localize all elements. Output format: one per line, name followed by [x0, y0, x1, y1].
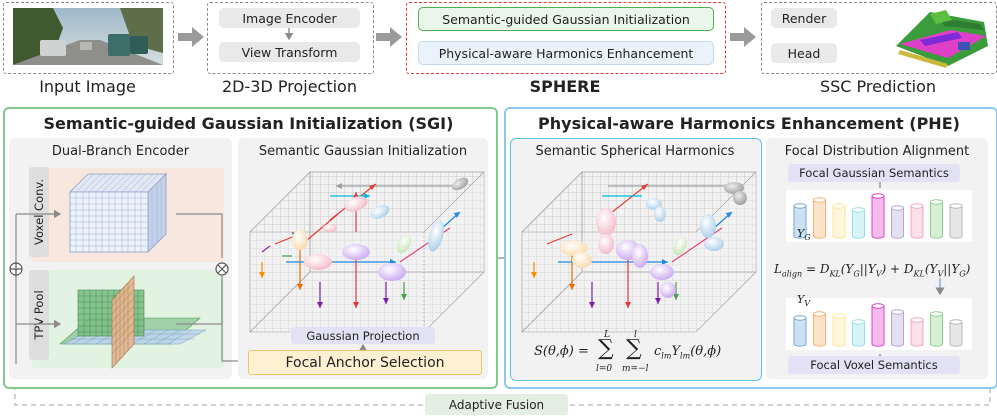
adaptive-fusion-label: Adaptive Fusion	[425, 394, 568, 415]
head-label: Head	[771, 43, 837, 63]
harmonic-lobes	[560, 182, 747, 298]
cylinder-top	[949, 319, 963, 325]
view-transform-label: View Transform	[219, 42, 360, 62]
cylinder	[930, 313, 943, 347]
cylinder	[949, 205, 963, 239]
cylinder	[813, 313, 826, 347]
yv-label: YV	[797, 293, 811, 309]
cylinder	[852, 209, 865, 239]
focal-gaussian-semantics-label: Focal Gaussian Semantics	[788, 164, 960, 182]
focal-voxel-semantics-label: Focal Voxel Semantics	[788, 356, 960, 374]
cylinder-top	[871, 303, 885, 309]
cylinder-top	[852, 319, 865, 325]
cylinder	[891, 311, 904, 347]
fda-title: Focal Distribution Alignment	[784, 144, 970, 159]
render-label: Render	[771, 8, 837, 28]
cylinder	[891, 207, 904, 239]
cylinder-top	[832, 313, 846, 319]
cylinder-top	[852, 207, 865, 213]
cylinder-top	[813, 197, 826, 203]
voxel-cylinders	[793, 303, 963, 347]
semantic-gaussian-title: Semantic Gaussian Initialization	[258, 144, 468, 159]
cylinder	[930, 201, 943, 239]
pipeline-arrow	[178, 27, 756, 47]
cylinder-top	[832, 203, 846, 209]
ssh-title: Semantic Spherical Harmonics	[535, 144, 735, 159]
ssc-caption: SSC Prediction	[819, 77, 937, 96]
voxel-cube	[69, 173, 167, 253]
phe-title: Physical-aware Harmonics Enhancement (PH…	[538, 114, 960, 133]
cylinder-top	[930, 311, 943, 317]
cylinder-top	[793, 315, 807, 321]
cylinder-top	[891, 309, 904, 315]
cylinder	[852, 321, 865, 347]
dual-branch-title: Dual-Branch Encoder	[51, 144, 190, 159]
cylinder-top	[871, 193, 885, 199]
cylinder-top	[910, 203, 924, 209]
cylinder	[793, 317, 807, 347]
cylinder	[949, 321, 963, 347]
cylinder	[871, 305, 885, 347]
cylinder	[813, 199, 826, 239]
cylinder-top	[813, 311, 826, 317]
sgi-short-label: Semantic-guided Gaussian Initialization	[418, 7, 714, 31]
cylinder	[910, 205, 924, 239]
gaussian-cylinders	[793, 193, 963, 239]
sgi-title: Semantic-guided Gaussian Initialization …	[43, 114, 454, 133]
cylinder-top	[930, 199, 943, 205]
phe-short-label: Physical-aware Harmonics Enhancement	[418, 41, 714, 65]
sphere-caption: SPHERE	[529, 77, 601, 96]
align-formula: Lalign = DKL(YG||YV) + DKL(YV||YG)	[774, 262, 971, 279]
yg-label: YG	[797, 227, 811, 243]
focal-anchor-selection-label: Focal Anchor Selection	[248, 350, 482, 375]
cylinder	[871, 195, 885, 239]
gaussian-projection-label: Gaussian Projection	[291, 327, 435, 344]
cylinder	[793, 205, 807, 239]
cylinder-top	[949, 203, 963, 209]
tpv-planes	[59, 275, 207, 369]
cylinder-top	[891, 205, 904, 211]
cylinder	[832, 315, 846, 347]
cylinder-top	[910, 317, 924, 323]
sh-formula: S(θ,ϕ) = L ∑ l=0 l ∑ m=−l clmYlm(θ,ϕ)	[534, 330, 722, 374]
projection-caption: 2D-3D Projection	[222, 77, 357, 96]
cylinder	[832, 205, 846, 239]
input-image-caption: Input Image	[39, 77, 136, 96]
image-encoder-label: Image Encoder	[219, 8, 360, 28]
cylinder	[910, 319, 924, 347]
cylinder-top	[793, 203, 807, 209]
